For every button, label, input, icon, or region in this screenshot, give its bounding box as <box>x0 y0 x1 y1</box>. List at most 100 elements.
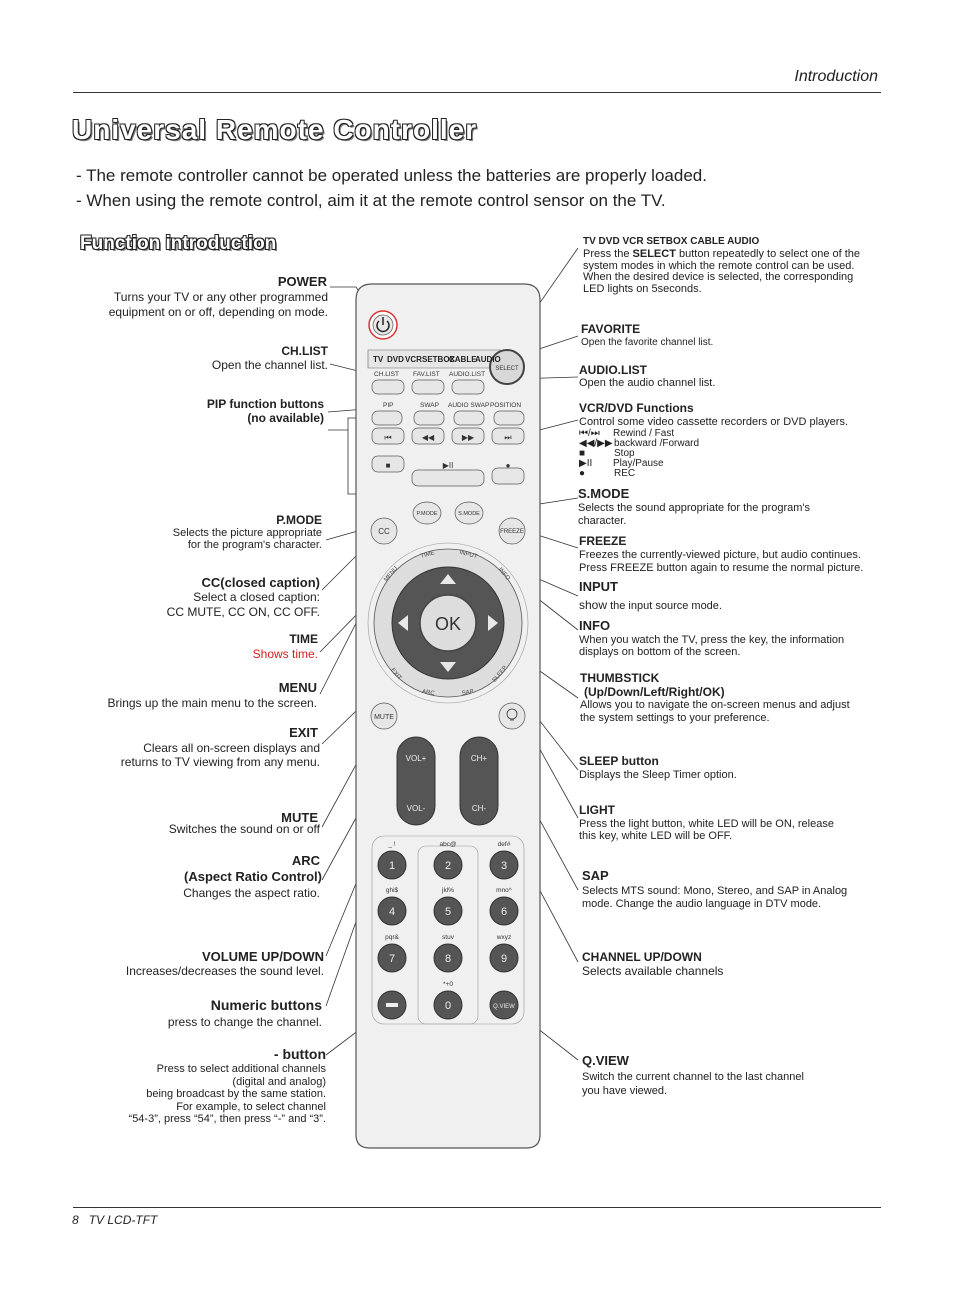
play-pause-icon: ▶II <box>579 458 593 469</box>
backward-forward-icon: ◀◀/▶▶ <box>579 438 613 449</box>
sleep-desc: Displays the Sleep Timer option. <box>579 769 737 781</box>
arc-label-2: (Aspect Ratio Control) <box>184 869 322 884</box>
number-key-4[interactable] <box>377 896 407 926</box>
pmode-button <box>412 501 442 525</box>
channel-rocker <box>459 736 499 826</box>
dash-desc-2: (digital and analog) <box>232 1076 326 1088</box>
input-label: INPUT <box>579 579 618 594</box>
key-letters: def# <box>498 841 511 848</box>
rec-icon: ● <box>506 461 511 470</box>
cc-desc-2: CC MUTE, CC ON, CC OFF. <box>166 605 320 619</box>
stop-icon: ■ <box>386 461 391 470</box>
sap-desc: Selects MTS sound: Mono, Stereo, and SAP… <box>582 885 848 897</box>
freeze-button <box>498 517 526 545</box>
sleep-label: SLEEP button <box>579 754 659 768</box>
info-label: INFO <box>579 618 611 633</box>
qview-label: Q.VIEW <box>582 1053 629 1068</box>
number-key-6[interactable] <box>489 896 519 926</box>
svg-text:DVD: DVD <box>387 355 404 364</box>
svg-text:FREEZE: FREEZE <box>500 529 524 535</box>
number-key-2[interactable] <box>433 850 463 880</box>
next-icon: ⏭ <box>504 433 511 442</box>
channel-label: CHANNEL UP/DOWN <box>582 950 702 964</box>
sap-desc-2: mode. Change the audio language in DTV m… <box>582 898 822 910</box>
svg-text:Q.VIEW: Q.VIEW <box>493 1004 515 1010</box>
svg-text:CH-: CH- <box>472 804 487 813</box>
svg-text:MUTE: MUTE <box>374 714 394 721</box>
svg-text:TV: TV <box>373 355 384 364</box>
svg-text:SWAP: SWAP <box>420 402 439 409</box>
thumb-label: THUMBSTICK <box>580 671 660 685</box>
thumb-desc-2: the system settings to your preference. <box>580 712 770 724</box>
vcr-desc: Control some video cassette recorders or… <box>579 416 848 428</box>
vcr-legend-row: ◀◀/▶▶backward /Forward <box>579 438 700 449</box>
svg-text:SAP: SAP <box>461 689 474 697</box>
number-key-label: 3 <box>501 860 507 872</box>
number-key-label: 9 <box>501 953 507 965</box>
qview-button <box>489 990 519 1020</box>
exit-label: EXIT <box>289 725 318 740</box>
number-key-7[interactable] <box>377 943 407 973</box>
dash-desc-1: Press to select additional channels <box>156 1063 326 1075</box>
volume-rocker <box>396 736 436 826</box>
svg-text:OK: OK <box>435 614 461 634</box>
number-key-5[interactable] <box>433 896 463 926</box>
favorite-label: FAVORITE <box>581 322 641 336</box>
number-key-3[interactable] <box>489 850 519 880</box>
number-key-8[interactable] <box>433 943 463 973</box>
cc-button <box>370 517 398 545</box>
light-button <box>498 702 526 730</box>
pmode-desc-2: for the program's character. <box>187 539 322 551</box>
modes-desc-2: system modes in which the remote control… <box>583 260 855 272</box>
mute-desc: Switches the sound on or off <box>168 822 320 836</box>
left-arrow-icon <box>398 615 408 631</box>
smode-desc-2: character. <box>578 515 627 527</box>
chlist-label: CH.LIST <box>281 344 328 358</box>
number-key-label: 7 <box>389 953 395 965</box>
key-letters: jkl% <box>441 887 454 894</box>
svg-text:VCR: VCR <box>405 355 422 364</box>
header-rule <box>73 92 881 93</box>
power-label: POWER <box>277 274 327 289</box>
number-key-1[interactable] <box>377 850 407 880</box>
number-key-9[interactable] <box>489 943 519 973</box>
key-letters: ghi$ <box>386 887 399 894</box>
number-key-label: 6 <box>501 906 507 918</box>
numeric-desc: press to change the channel. <box>167 1015 322 1029</box>
light-label: LIGHT <box>579 803 615 817</box>
time-desc: Shows time. <box>252 647 318 661</box>
right-arrow-icon <box>488 615 498 631</box>
freeze-desc-2: Press FREEZE button again to resume the … <box>579 562 864 574</box>
svg-text:PIP: PIP <box>383 402 393 409</box>
power-icon <box>376 320 390 333</box>
sap-label: SAP <box>582 868 609 883</box>
favlist-button <box>411 379 445 395</box>
up-arrow-icon <box>440 574 456 584</box>
key-letters: *+0 <box>443 981 453 988</box>
smode-desc: Selects the sound appropriate for the pr… <box>578 502 811 514</box>
vcr-legend: ⏮/⏭Rewind / Fast ◀◀/▶▶backward /Forward … <box>579 428 700 479</box>
mute-button <box>370 702 398 730</box>
section-header: Introduction <box>794 68 878 85</box>
svg-text:P.MODE: P.MODE <box>417 511 438 517</box>
modes-label: TV DVD VCR SETBOX CABLE AUDIO <box>583 236 760 247</box>
qview-desc-2: you have viewed. <box>582 1085 667 1097</box>
input-desc: show the input source mode. <box>579 598 722 612</box>
footer: 8 TV LCD-TFT <box>72 1213 157 1227</box>
info-desc-2: displays on bottom of the screen. <box>579 646 741 658</box>
key-letters: pqr& <box>385 934 399 941</box>
svg-text:AUDIO SWAP: AUDIO SWAP <box>448 402 489 409</box>
footer-model: TV LCD-TFT <box>88 1213 158 1227</box>
svg-text:POSITION: POSITION <box>490 402 521 409</box>
menu-label: MENU <box>278 680 317 695</box>
light-icon <box>506 708 518 720</box>
prev-icon: ⏮ <box>384 433 391 442</box>
qview-desc: Switch the current channel to the last c… <box>582 1071 804 1083</box>
dash-desc-4: For example, to select channel <box>176 1101 326 1113</box>
record-icon: ● <box>579 468 586 479</box>
modes-desc-1: Press the SELECT button repeatedly to se… <box>583 248 861 260</box>
svg-text:TIME: TIME <box>420 550 435 560</box>
